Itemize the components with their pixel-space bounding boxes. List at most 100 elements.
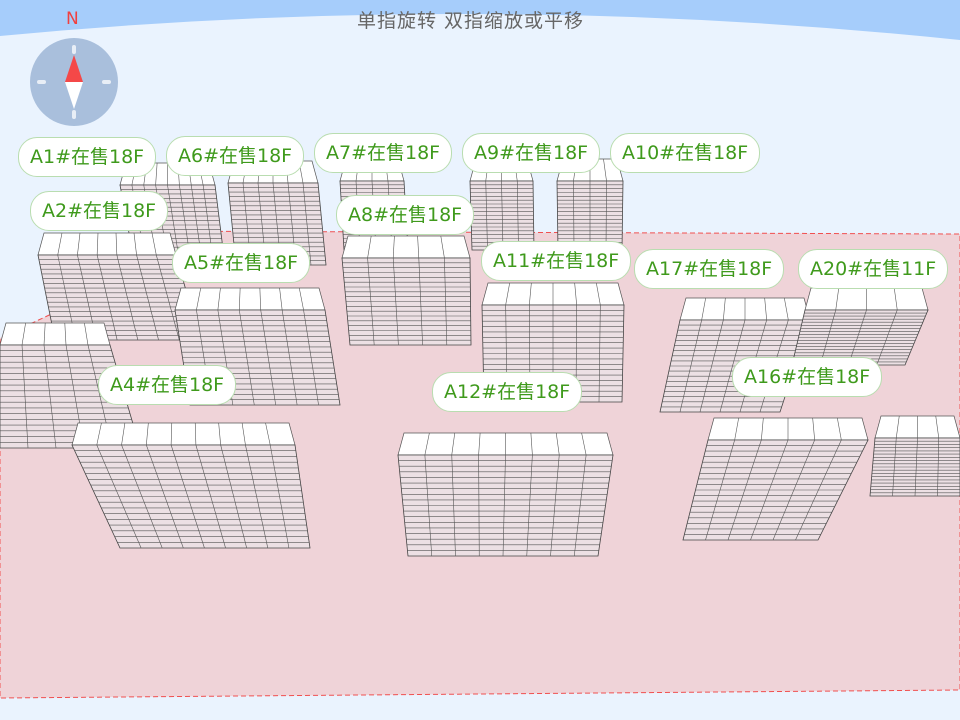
building-gridline [605, 180, 607, 251]
building-gridline [812, 417, 815, 441]
building-gridline [772, 439, 815, 541]
building-gridline [574, 282, 577, 306]
building-gridline [170, 422, 173, 446]
building-gridline [478, 454, 480, 557]
building-gridline [417, 235, 420, 259]
building-gridline [581, 432, 587, 456]
building-gridline [529, 282, 532, 306]
building-gridline [146, 444, 184, 549]
building-gridline [265, 422, 271, 446]
building-roof [71, 422, 296, 446]
building[interactable] [869, 415, 960, 497]
building-gridline [218, 422, 221, 446]
building-gridline [281, 309, 298, 406]
building-gridline [701, 297, 706, 321]
compass-button[interactable] [30, 38, 118, 126]
building-label-a2[interactable]: A2#在售18F [30, 191, 169, 231]
building-gridline [424, 454, 433, 557]
building-gridline [269, 444, 290, 549]
building-gridline [835, 287, 840, 311]
building-gridline [96, 444, 142, 549]
building-gridline [146, 422, 149, 446]
building-gridline [505, 282, 510, 306]
building-gridline [155, 162, 158, 186]
building[interactable] [791, 287, 929, 366]
building-gridline [876, 309, 898, 366]
building-gridline [238, 309, 255, 406]
building-label-a11[interactable]: A11#在售18F [481, 241, 632, 281]
building-gridline [550, 454, 560, 557]
building-gridline [302, 182, 312, 266]
building-gridline [761, 417, 764, 441]
building-gridline [136, 254, 159, 341]
building-gridline [57, 232, 63, 256]
building-label-a7[interactable]: A7#在售18F [314, 133, 453, 173]
building-gridline [279, 287, 283, 311]
building-gridline [220, 444, 247, 549]
building-gridline [367, 257, 375, 346]
building-gridline [764, 297, 767, 321]
building-gridline [530, 432, 533, 456]
building-gridline [241, 422, 246, 446]
building-label-a10[interactable]: A10#在售18F [610, 133, 761, 173]
building-gridline [64, 322, 67, 346]
building-gridline [573, 454, 587, 557]
building-gridline [502, 454, 506, 557]
building-gridline [115, 232, 118, 256]
building-gridline [21, 322, 26, 346]
building-roof [341, 235, 471, 259]
building-gridline [151, 232, 157, 256]
building-gridline [485, 180, 488, 251]
building-label-a8[interactable]: A8#在售18F [336, 195, 475, 235]
building-label-a17[interactable]: A17#在售18F [634, 249, 785, 289]
building-label-a9[interactable]: A9#在售18F [462, 133, 601, 173]
building-label-a12[interactable]: A12#在售18F [432, 372, 583, 412]
building-gridline [444, 257, 448, 346]
building-gridline [892, 437, 897, 497]
building-gridline [96, 232, 99, 256]
building-gridline [727, 439, 762, 541]
building-label-a6[interactable]: A6#在售18F [166, 136, 305, 176]
building-label-a4[interactable]: A4#在售18F [98, 365, 237, 405]
building[interactable] [341, 235, 472, 346]
building-label-a16[interactable]: A16#在售18F [732, 357, 883, 397]
building-gridline [679, 319, 702, 413]
building-gridline [195, 444, 226, 549]
building-gridline [603, 158, 607, 182]
building-gridline [440, 235, 445, 259]
building-gridline [424, 432, 430, 456]
building-gridline [723, 297, 726, 321]
building[interactable] [397, 432, 614, 557]
building-gridline [750, 439, 789, 541]
building-gridline [116, 254, 139, 341]
building-gridline [84, 322, 89, 346]
building-gridline [121, 444, 163, 549]
building-gridline [596, 282, 601, 306]
building-gridline [418, 257, 423, 346]
building-gridline [895, 415, 900, 439]
building-gridline [245, 444, 269, 549]
building-gridline [238, 287, 241, 311]
building-gridline [819, 309, 837, 366]
building-label-a1[interactable]: A1#在售18F [18, 137, 157, 177]
building-gridline [795, 439, 842, 541]
compass-north-label: N [66, 9, 79, 29]
building-gridline [501, 180, 504, 251]
building-gridline [155, 254, 180, 341]
building-gridline [259, 287, 262, 311]
building-gridline [303, 309, 319, 406]
building-gridline [719, 319, 746, 413]
building-label-a20[interactable]: A20#在售11F [798, 249, 949, 289]
building-gridline [43, 344, 57, 449]
building-gridline [77, 232, 81, 256]
building[interactable] [682, 417, 869, 541]
building-gridline [170, 444, 205, 549]
building-gridline [194, 422, 197, 446]
building[interactable] [71, 422, 311, 549]
building-roof [0, 322, 111, 346]
building-gridline [451, 432, 456, 456]
building-gridline [526, 454, 533, 557]
building-label-a5[interactable]: A5#在售18F [172, 243, 311, 283]
building-gridline [133, 232, 137, 256]
